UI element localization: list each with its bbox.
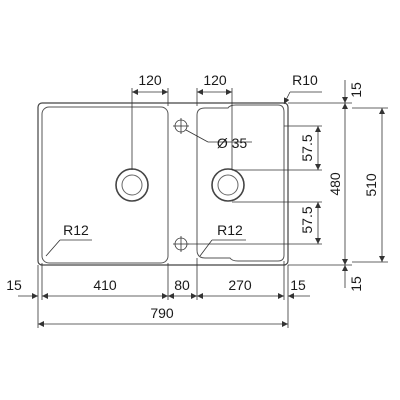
left-basin-width-label: 410	[93, 277, 117, 293]
tap-hole-top-icon	[173, 118, 189, 134]
drain-offset-right-label: 120	[203, 72, 227, 88]
right-drain-icon	[211, 168, 245, 202]
basin-depth-label: 480	[327, 172, 343, 196]
margin-bottom-label: 15	[348, 276, 364, 292]
margin-top-label: 15	[348, 82, 364, 98]
corner-radius-top-label: R10	[292, 72, 318, 88]
dim-corner-radius-left-basin: R12	[45, 222, 92, 257]
dim-overflow-diameter: Ø 35	[185, 129, 252, 151]
dim-tap-offset-bottom: 57.5	[188, 201, 322, 245]
dim-margin-top: 15	[342, 80, 364, 103]
dim-corner-radius-right-basin: R12	[199, 222, 246, 257]
dim-drain-offset-left: 120	[131, 72, 169, 170]
dim-divider-width: 80	[168, 277, 197, 299]
overflow-diameter-label: Ø 35	[217, 135, 248, 151]
corner-radius-left-basin-label: R12	[63, 222, 89, 238]
sink-outline	[37, 102, 289, 266]
dim-right-basin-width: 270	[197, 277, 284, 299]
dim-margin-bottom: 15	[342, 265, 364, 292]
dim-corner-radius-top: R10	[283, 72, 322, 105]
dim-left-basin-width: 410	[42, 277, 168, 299]
margin-left-label: 15	[6, 277, 22, 293]
total-depth-label: 510	[363, 173, 379, 197]
divider-width-label: 80	[174, 277, 190, 293]
dim-basin-depth: 480	[288, 102, 352, 266]
corner-radius-right-basin-label: R12	[217, 222, 243, 238]
right-basin-width-label: 270	[228, 277, 252, 293]
right-basin	[196, 104, 285, 262]
dim-drain-offset-right: 120	[196, 72, 233, 170]
dim-tap-offset-top: 57.5	[232, 125, 322, 171]
left-basin	[41, 106, 169, 264]
tap-offset-bottom-label: 57.5	[299, 206, 315, 233]
dim-margin-right: 15	[288, 277, 310, 299]
left-drain-icon	[115, 168, 149, 202]
margin-right-label: 15	[290, 277, 306, 293]
dim-total-width: 790	[38, 305, 288, 327]
dim-margin-left: 15	[6, 277, 38, 299]
tap-offset-top-label: 57.5	[299, 134, 315, 161]
drain-offset-left-label: 120	[138, 72, 162, 88]
total-width-label: 790	[150, 305, 174, 321]
tap-hole-bottom-icon	[173, 236, 189, 252]
dim-total-depth: 510	[352, 107, 388, 263]
